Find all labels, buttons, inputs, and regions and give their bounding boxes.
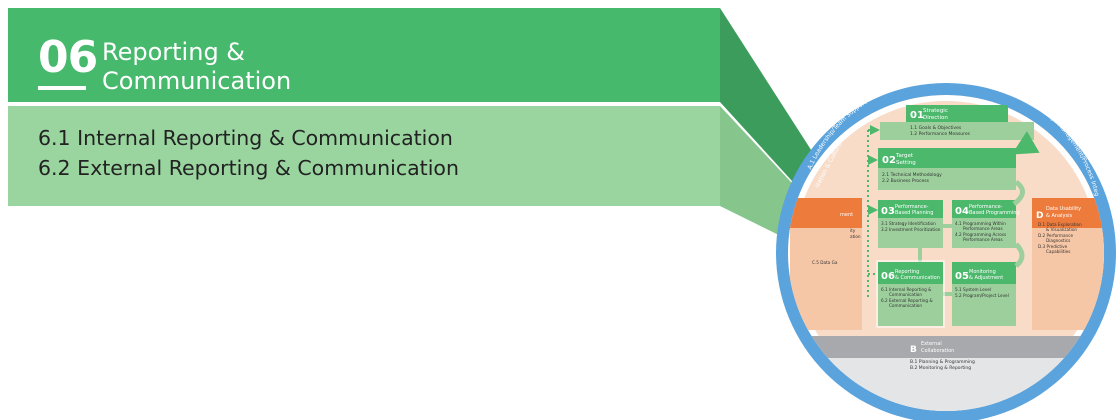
callout-subitems xyxy=(8,106,720,206)
side-right-item4: Diagnostics xyxy=(1046,238,1070,243)
block-03-title1: Performance- xyxy=(895,204,929,210)
block-06-item1: 6.1 Internal Reporting & xyxy=(881,287,932,292)
side-right-item1: D.1 Data Exploration xyxy=(1038,222,1082,227)
inner-peach-area xyxy=(794,101,1098,405)
block-01-title2: Direction xyxy=(923,115,948,121)
block-03-header xyxy=(878,200,943,218)
side-left-item2: ation xyxy=(850,234,861,239)
side-right-item3: D.2 Performance xyxy=(1038,233,1074,238)
block-05-number: 05 xyxy=(955,271,969,282)
block-04-number: 04 xyxy=(955,206,969,217)
block-04-item1: 4.1 Programming Within xyxy=(955,221,1006,226)
side-left-item3: C.5 Data Ga xyxy=(812,260,838,265)
side-right-letter: D xyxy=(1036,211,1043,221)
bottom-title2: Collaboration xyxy=(921,348,954,354)
block-02-header xyxy=(878,148,1016,168)
bottom-letter: B xyxy=(910,345,917,355)
bottom-band xyxy=(788,336,1104,358)
block-04-title1: Performance- xyxy=(969,204,1003,210)
block-06-title1: Reporting xyxy=(895,269,919,275)
block-05-title2: & Adjustment xyxy=(969,275,1003,281)
block-01-body xyxy=(880,122,1034,140)
block-01-number: 01 xyxy=(910,110,924,121)
callout-header xyxy=(8,8,720,102)
block-06-item3: 6.2 External Reporting & xyxy=(881,298,933,303)
block-05-item1: 5.1 System Level xyxy=(955,287,991,292)
block-05-header xyxy=(952,262,1016,284)
section-title: Reporting & Communication xyxy=(102,38,402,96)
block-06-title2: & Communication xyxy=(895,275,940,281)
block-04-title2: Based Programming xyxy=(969,210,1020,216)
block-03-item1: 3.1 Strategy Identification xyxy=(881,221,936,226)
block-04-item2: Performance Areas xyxy=(963,226,1003,231)
section-number-underline xyxy=(38,86,86,90)
side-left-item1: ity xyxy=(850,228,856,233)
block-04-item4: Performance Areas xyxy=(963,237,1003,242)
bottom-title1: External xyxy=(921,341,942,347)
side-left-title-fragment: ment xyxy=(840,212,853,218)
block-05-item2: 5.2 Program/Project Level xyxy=(955,293,1009,298)
flow-arrow-04-05 xyxy=(1014,242,1025,268)
block-01-title1: Strategic xyxy=(923,108,948,114)
block-02-title2: Setting xyxy=(896,160,916,166)
block-06-body xyxy=(878,284,943,326)
block-03-number: 03 xyxy=(881,206,895,217)
subitem-internal: 6.1 Internal Reporting & Communication xyxy=(38,126,453,150)
section-title-line2: Communication xyxy=(102,67,292,95)
block-06-item4: Communication xyxy=(889,303,922,308)
block-03-item2: 3.2 Investment Prioritization xyxy=(881,227,941,232)
right-side-header xyxy=(1032,198,1104,228)
subitem-external: 6.2 External Reporting & Communication xyxy=(38,156,459,180)
side-right-title1: Data Usability xyxy=(1046,206,1081,212)
block-02-body xyxy=(878,168,1016,190)
block-02-item2: 2.2 Business Process xyxy=(882,178,930,184)
block-04-body xyxy=(952,218,1016,248)
block-06-header xyxy=(878,262,943,284)
block-03-title2: Based Planning xyxy=(895,210,933,216)
block-06-item2: Communication xyxy=(889,292,922,297)
flow-arrow-01-02 xyxy=(1011,125,1040,155)
bottom-item1: B.1 Planning & Programming xyxy=(910,359,975,365)
flow-arrow-02-04 xyxy=(1012,179,1025,206)
block-06-highlight xyxy=(876,260,945,328)
side-right-item6: Capabilities xyxy=(1046,249,1070,254)
block-05-body xyxy=(952,284,1016,326)
block-02-title1: Target xyxy=(895,153,914,159)
block-03-body xyxy=(878,218,943,248)
block-04-header xyxy=(952,200,1016,218)
block-01-header xyxy=(906,105,1008,122)
block-01-item1: 1.1 Goals & Objectives xyxy=(910,125,962,131)
section-title-line1: Reporting & xyxy=(102,38,246,66)
left-side-header xyxy=(790,198,862,228)
side-right-item5: D.3 Predictive xyxy=(1038,244,1068,249)
block-02-item1: 2.1 Technical Methodology xyxy=(882,172,942,178)
side-right-item2: & Visualization xyxy=(1046,227,1077,232)
block-06-number: 06 xyxy=(881,271,895,282)
block-05-title1: Monitoring xyxy=(969,269,996,275)
section-number: 06 xyxy=(38,32,98,83)
side-right-title2: & Analysis xyxy=(1046,213,1072,219)
block-01-item2: 1.2 Performance Measures xyxy=(910,131,971,137)
block-02-number: 02 xyxy=(882,155,896,166)
bottom-item2: B.2 Monitoring & Reporting xyxy=(910,365,971,371)
block-04-item3: 4.2 Programming Across xyxy=(955,232,1006,237)
